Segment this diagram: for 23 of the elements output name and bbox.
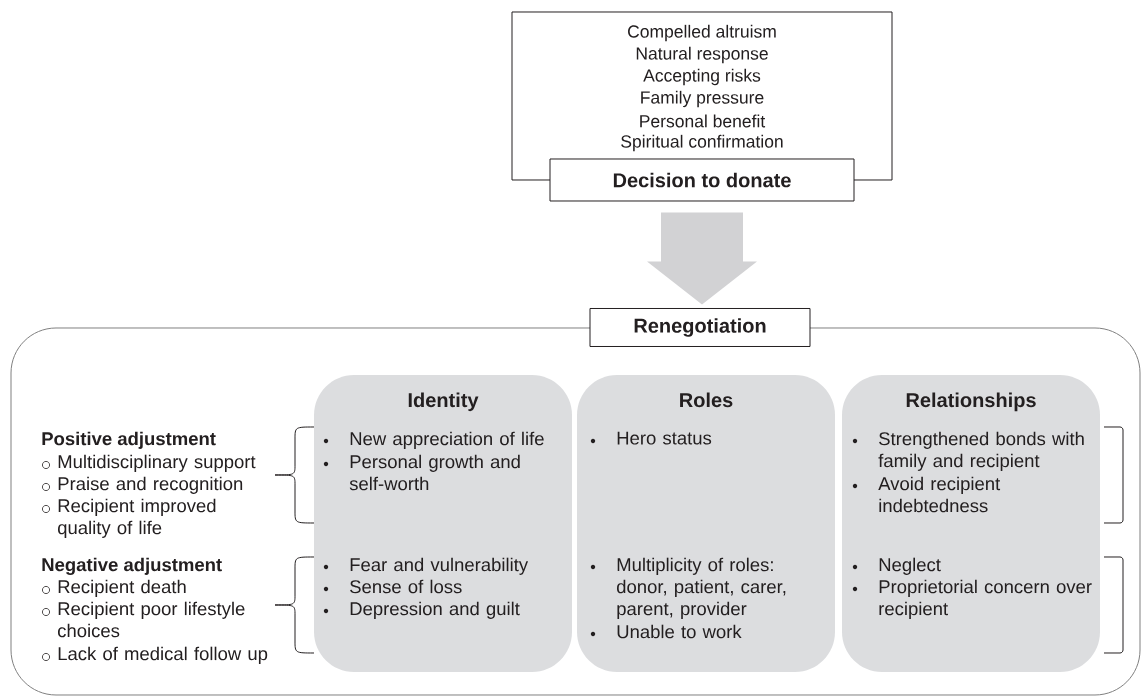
bullet-item: Sense of loss	[350, 579, 462, 594]
list-item: Multidisciplinary support	[58, 454, 256, 472]
bullet-item: Neglect	[879, 557, 941, 575]
bullet-item: Unable to work	[617, 624, 742, 639]
bullet-item: Avoid recipient indebtedness	[878, 476, 1001, 513]
bullet-item: Depression and guilt	[350, 601, 520, 619]
bullet-item: Strengthened bonds with family and recipient	[878, 431, 1084, 471]
bullet-item: New appreciation of life	[350, 431, 544, 449]
list-item: Recipient improved quality of life	[58, 498, 216, 538]
list-item: Recipient death	[58, 579, 186, 597]
group-heading: Positive adjustment	[42, 431, 216, 449]
block-arrow	[647, 212, 757, 305]
list-item: Recipient poor lifestyle choices	[58, 601, 245, 638]
bullet-item: Proprietorial concern over recipient	[879, 579, 1092, 619]
bullet-item: Hero status	[617, 431, 712, 445]
bullet-item: Personal growth and self-worth	[349, 454, 520, 491]
list-item: Praise and recognition	[58, 476, 243, 494]
group-heading: Negative adjustment	[42, 557, 222, 575]
bullet-item: Fear and vulnerability	[350, 557, 529, 575]
heading-box: Renegotiation	[589, 308, 811, 347]
bullet-item: Multiplicity of roles: donor, patient, carer, parent, provider	[617, 557, 786, 619]
decision-box: Decision to donate	[549, 158, 855, 202]
list-item: Lack of medical follow up	[58, 646, 268, 664]
